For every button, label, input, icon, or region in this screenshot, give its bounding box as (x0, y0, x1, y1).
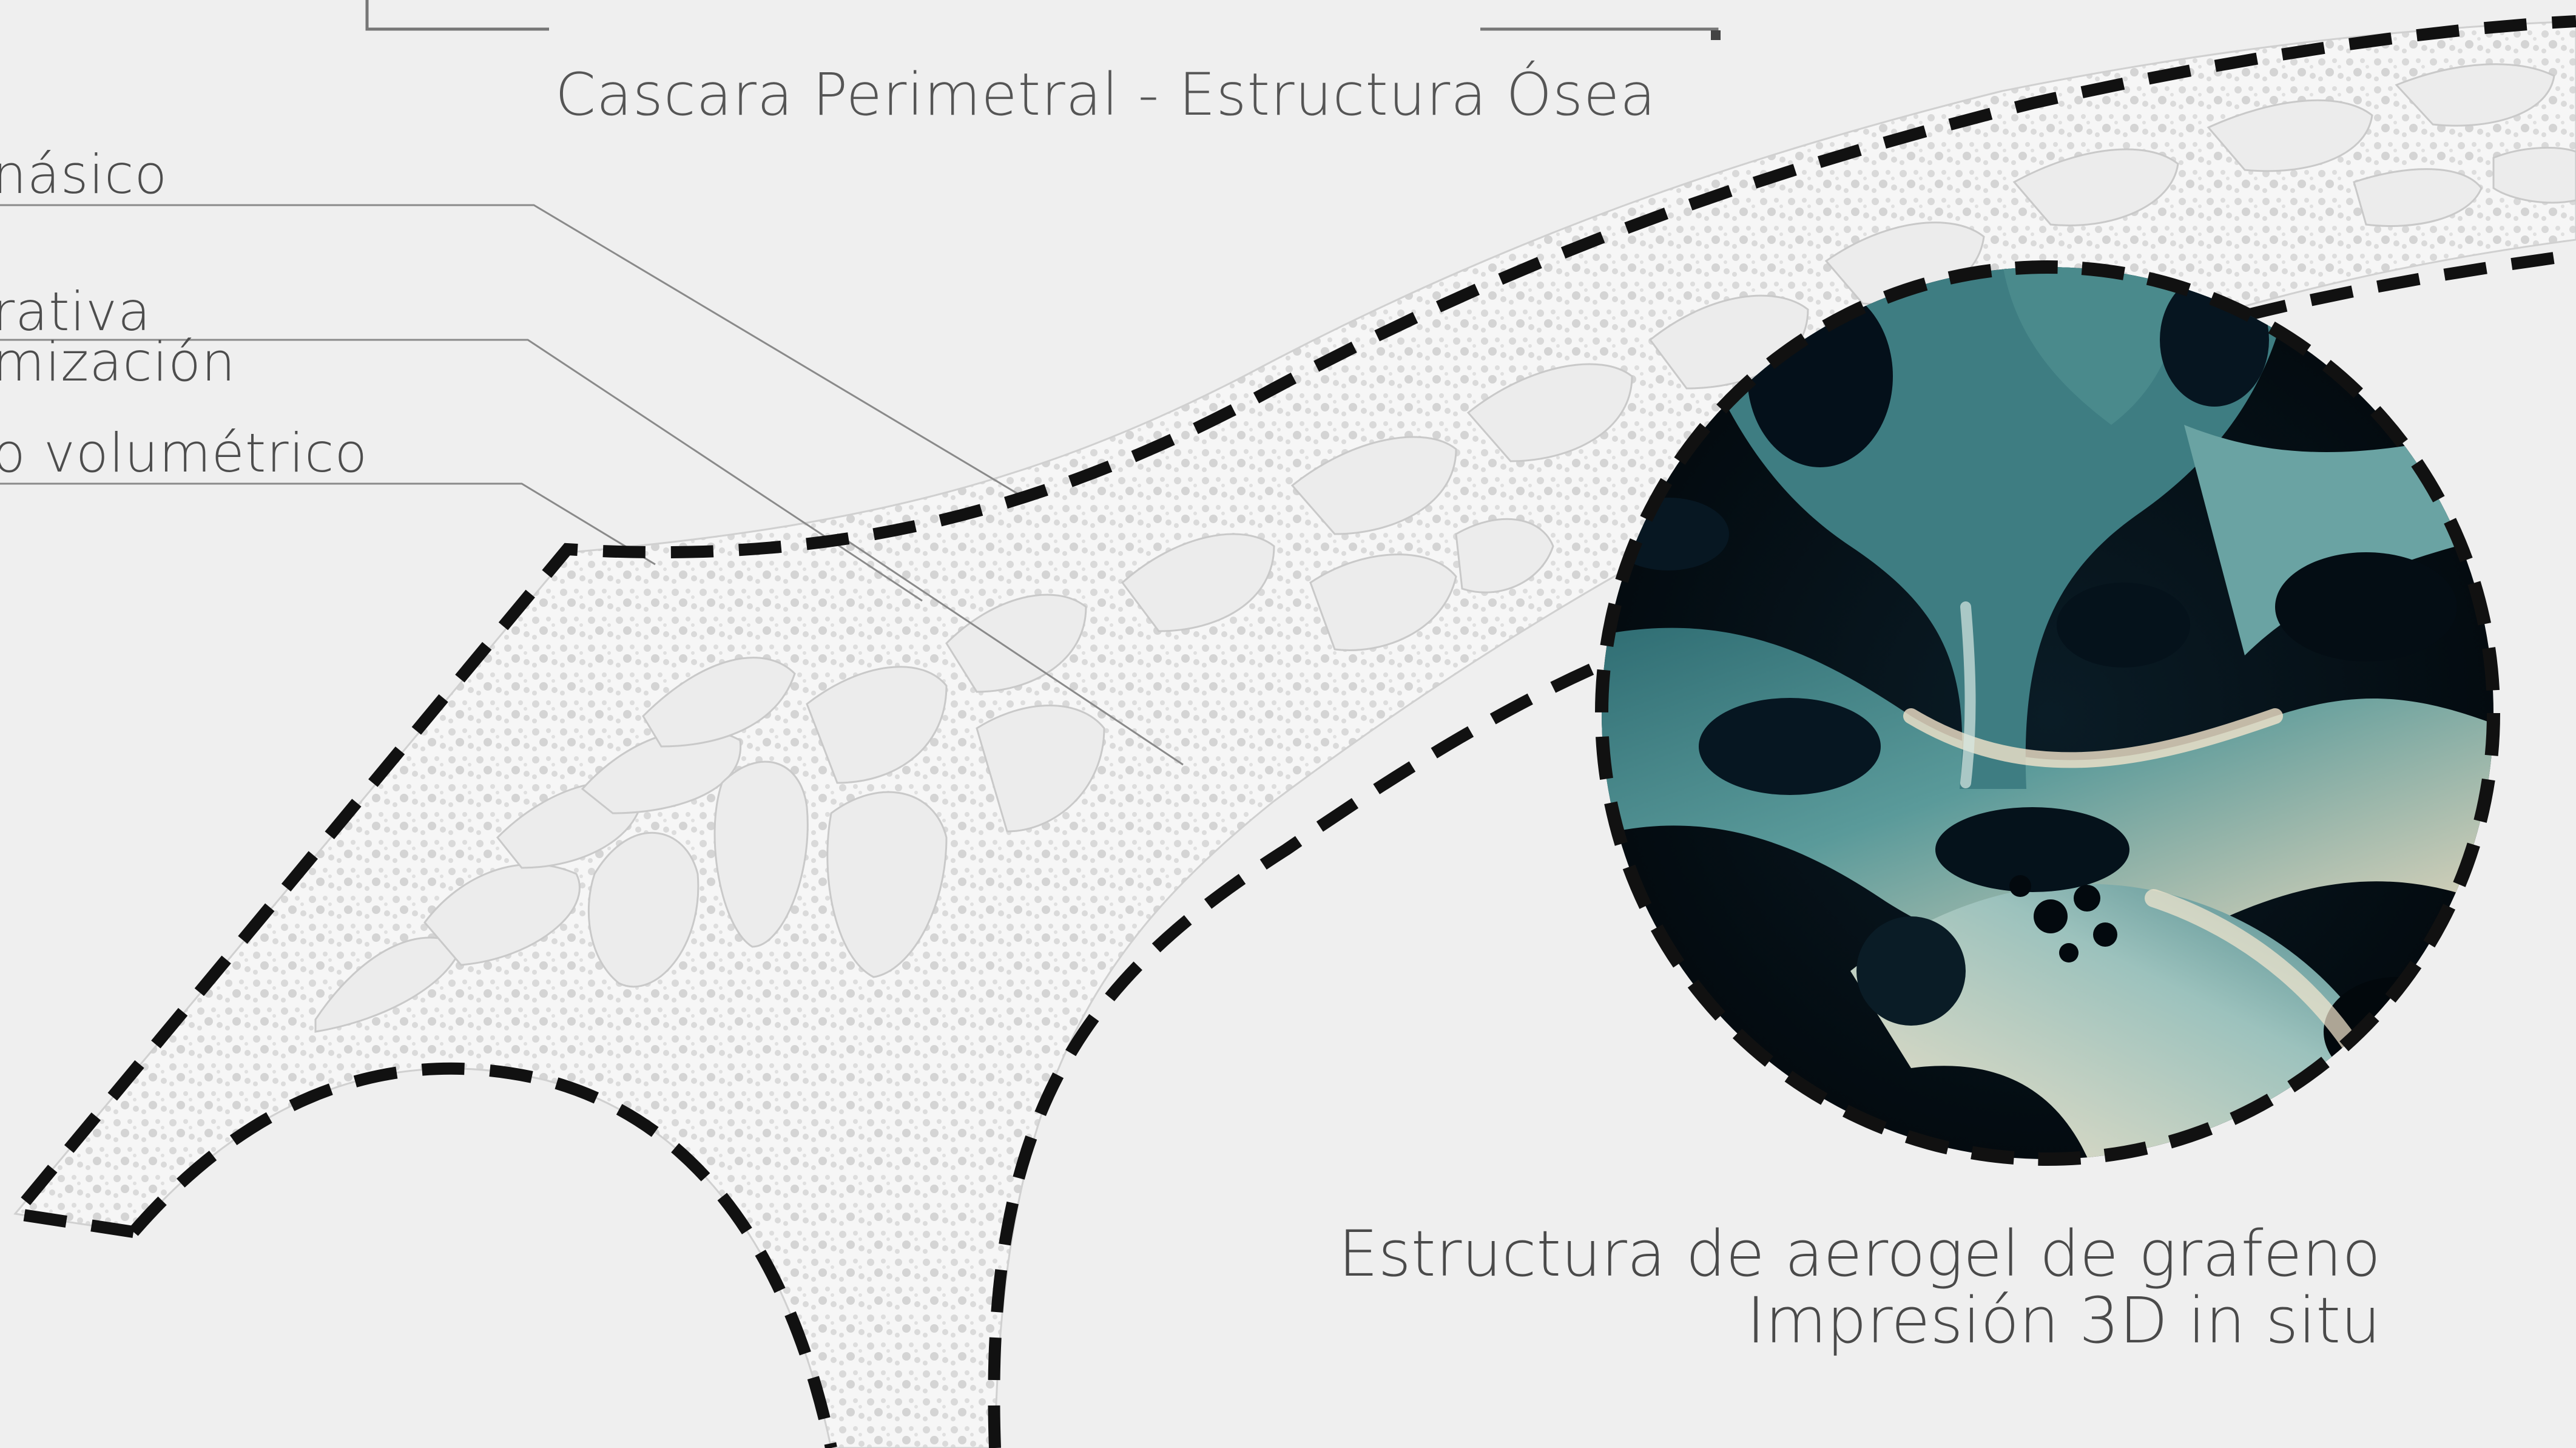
leader-line-4 (837, 533, 1184, 766)
side-label-1: násico (0, 143, 168, 206)
side-label-4: o volumétrico (0, 422, 368, 484)
trabecular-cells (314, 63, 2576, 1033)
leader-lines (0, 204, 1184, 766)
leader-line-3 (0, 482, 656, 566)
aerogel-detail-circle (1595, 260, 2500, 1166)
caption-line-1: Estructura de aerogel de grafeno (1338, 1217, 2381, 1291)
caption-line-2: Impresión 3D in situ (1746, 1284, 2381, 1358)
side-label-2: rativa (0, 280, 152, 343)
side-label-3: mización (0, 331, 236, 393)
leader-line-1 (0, 204, 1020, 496)
diagram-title: Cascara Perimetral - Estructura Ósea (555, 61, 1656, 129)
perimeter-dashed-outline (4, 15, 2576, 1448)
frame-bracket (365, 0, 1721, 40)
leader-line-2 (0, 339, 923, 602)
